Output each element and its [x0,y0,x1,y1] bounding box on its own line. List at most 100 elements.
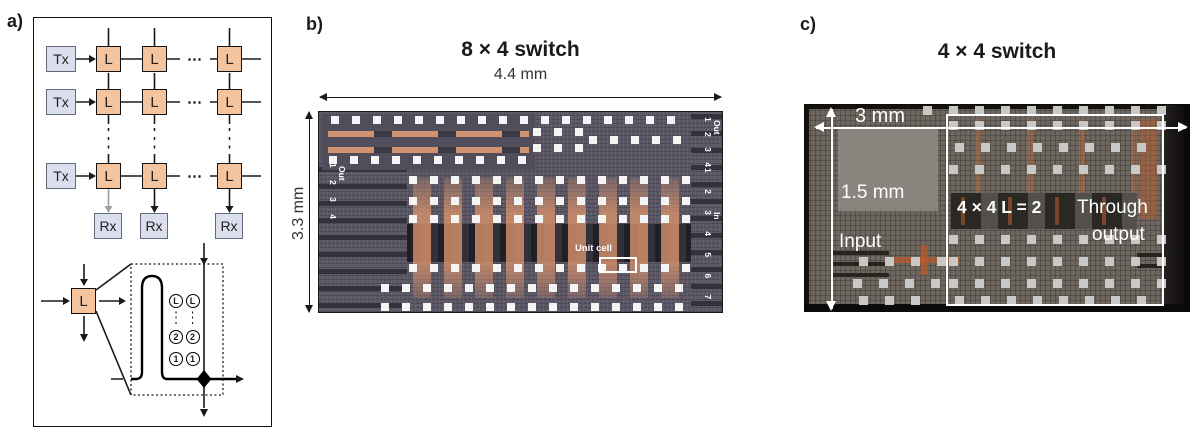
trace-bar [328,147,529,153]
trace-column [444,178,462,298]
l-label: L [104,50,113,68]
panel-c-width-label: 3 mm [855,105,905,127]
inset-l-cell: L [71,288,96,314]
l-label: L [150,167,159,185]
trace-column [506,178,524,298]
panel-b-title: 8 × 4 switch [461,38,580,61]
l-label: L [150,93,159,111]
input-label: Input [839,231,882,252]
rx-box: Rx [94,213,122,239]
tx-label: Tx [53,51,69,67]
pad-row [923,106,1166,115]
panel-b-height-label: 3.3 mm [290,186,307,240]
trace-column [630,178,648,298]
l-label: L [104,93,113,111]
right-in-port-label: In [712,212,722,220]
panel-a-label: a) [7,11,24,31]
tx-box: Tx [46,89,76,115]
l-label: L [104,167,113,185]
inset-stage-label: 1 [185,352,200,366]
through-label: Through [1077,197,1148,218]
trace-overlay [951,197,1137,225]
horizontal-ellipsis: ⋯ [187,51,203,68]
pad-row [329,156,526,164]
l-label: L [79,292,88,310]
panel-b-width-label: 4.4 mm [493,66,548,83]
pad-row [533,144,583,152]
chip-region-io-waveguides [691,114,722,312]
panel-b-label: b) [306,14,323,34]
vertical-ellipsis: ⋮ [147,124,162,154]
trace-column [537,178,555,298]
pad-row [949,235,1166,244]
unit-cell-label: Unit cell [575,243,612,254]
l-cell: L [96,163,121,189]
l-cell: L [217,46,242,72]
panel-c-height-label: 1.5 mm [841,182,905,203]
pad-row [409,215,690,223]
pad-row [859,257,946,266]
inset-stage-label: 2 [185,330,200,344]
panel-c-label: c) [800,14,817,34]
chip-edge [805,304,1189,311]
l-label: L [225,93,234,111]
l-cell: L [142,163,167,189]
chip-edge [805,105,809,311]
pad-row [409,264,690,272]
pad-row [955,143,1146,152]
trace-column [599,178,617,298]
trace-column [568,178,586,298]
l-cell: L [96,46,121,72]
pad-row [853,279,940,288]
tx-label: Tx [53,94,69,110]
rx-label: Rx [99,218,117,234]
trace-column [661,178,679,298]
tx-box: Tx [46,163,76,189]
unit-cell-outline [599,257,637,273]
inset-stage-label: L [185,294,200,308]
pad-row [409,176,690,184]
horizontal-ellipsis: ⋯ [187,94,203,111]
width-dimension-arrow [319,93,722,102]
tx-label: Tx [53,168,69,184]
pad-row [331,116,675,124]
inset-stage-label: 1 [169,352,183,366]
inset-ellipsis: ⋮ [187,309,198,327]
pad-row [381,284,690,292]
core-label: 4 × 4 L = 2 [957,197,1042,217]
l-label: L [225,50,234,68]
l-cell: L [142,89,167,115]
height-dimension-arrow-white [826,107,837,311]
trace-column [475,178,493,298]
rx-box: Rx [140,213,168,239]
right-out-port-label: Out [712,120,722,135]
pad-row [949,257,1166,266]
pad-row [949,279,1166,288]
pad-row [955,296,1146,305]
output-label: output [1092,224,1145,245]
vertical-ellipsis: ⋮ [101,124,116,154]
panel-c-title: 4 × 4 switch [937,40,1057,63]
panel-a-connections-svg [41,28,261,417]
vertical-ellipsis: ⋮ [222,124,237,154]
right-in-port-numbers: 1 2 3 4 5 6 7 8 [703,168,713,313]
chip-gray-block [838,128,938,211]
trace-overlay [955,119,1155,193]
pad-row [859,296,920,305]
pad-row [533,128,583,136]
chip-micrograph-8x4: Unit cell 1 2 3 4 Out 1 2 3 4 Out 1 2 3 … [318,111,723,313]
rx-box: Rx [215,213,243,239]
horizontal-ellipsis: ⋯ [187,168,203,185]
tx-box: Tx [46,46,76,72]
left-out-port-label: Out [337,166,347,181]
l-cell: L [217,163,242,189]
pad-row [381,303,690,311]
pad-row [949,121,1166,130]
pad-row [949,165,1166,174]
chip-micrograph-4x4: 3 mm 1.5 mm Input 4 × 4 L = 2 Through ou… [804,104,1190,312]
trace-column [413,178,431,298]
chip-edge [1164,105,1189,311]
inset-stage-label: 2 [169,330,183,344]
switch-core-outline [946,114,1164,306]
